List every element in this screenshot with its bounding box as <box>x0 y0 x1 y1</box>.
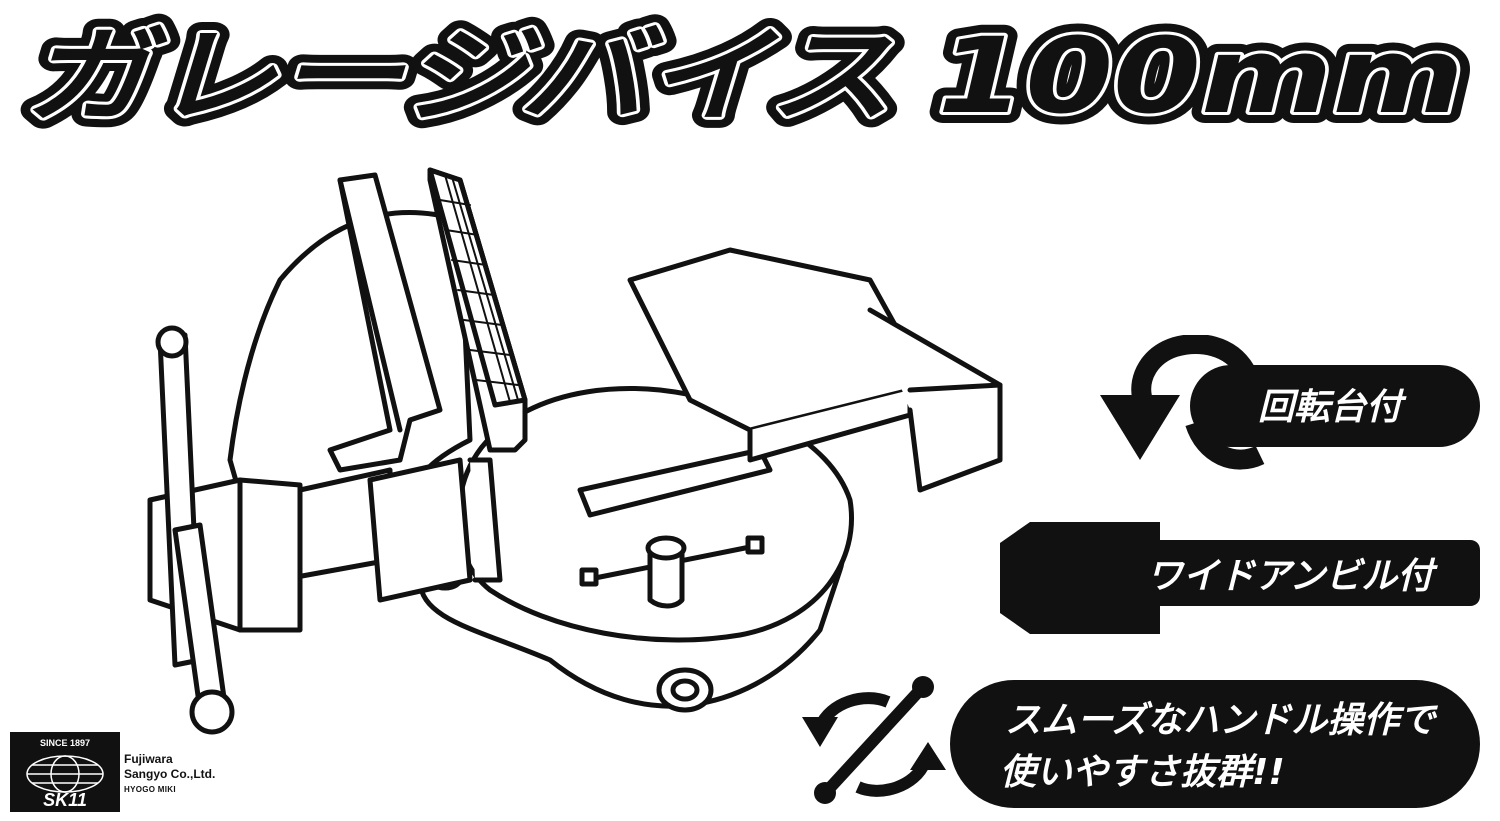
feature-swivel-base: 回転台付 <box>1080 334 1480 475</box>
bench-vise-illustration <box>130 160 1010 760</box>
feature-label-3a: スムーズなハンドル操作で <box>1005 700 1438 741</box>
product-title: ガレージバイス 100mm ガレージバイス 100mm <box>13 4 1478 148</box>
anvil-shape-icon <box>1000 522 1480 634</box>
company-info: Fujiwara Sangyo Co.,Ltd. HYOGO MIKI <box>124 752 215 797</box>
feature-pill-1 <box>1190 365 1480 447</box>
logo-mark: SK11 <box>43 790 87 810</box>
logo-since: SINCE 1897 <box>40 738 90 748</box>
feature-pill-3 <box>950 680 1480 808</box>
feature-label-3b: 使いやすさ抜群!! <box>1000 752 1285 793</box>
title-text-outline: ガレージバイス 100mm <box>24 15 1464 134</box>
company-name-2: Sangyo Co.,Ltd. <box>124 767 216 781</box>
feature-smooth-handle: スムーズなハンドル操作で 使いやすさ抜群!! <box>800 672 1480 812</box>
feature-label-2: ワイドアンビル付 <box>1147 556 1439 597</box>
feature-label-1: 回転台付 <box>1258 387 1407 428</box>
company-location: HYOGO MIKI <box>124 785 176 794</box>
feature-wide-anvil: ワイドアンビル付 <box>1000 518 1480 638</box>
sk11-logo: SINCE 1897 SK11 <box>10 732 120 812</box>
vise-handle <box>155 325 235 735</box>
rotate-arrow-icon <box>1100 334 1265 470</box>
handle-rotate-icon <box>802 676 946 804</box>
title-text-inline: ガレージバイス 100mm <box>24 15 1464 134</box>
company-name-1: Fujiwara <box>124 752 173 766</box>
globe-icon <box>26 755 104 793</box>
